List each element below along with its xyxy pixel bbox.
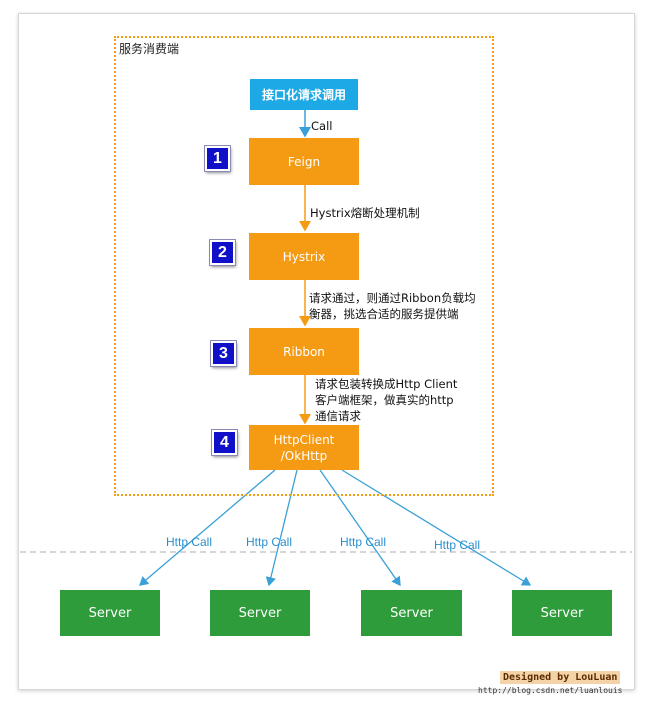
edge-label-httpclient-line2: 客户端框架，做真实的http — [315, 393, 454, 407]
edge-label-httpclient-line3: 通信请求 — [315, 409, 361, 423]
server-node-4: Server — [512, 590, 612, 636]
node-httpclient-line1: HttpClient — [273, 432, 335, 447]
http-call-label-4: Http Call — [434, 538, 481, 552]
step-badge-4: 4 — [212, 430, 237, 455]
server-node-3: Server — [361, 590, 462, 636]
step-badge-2: 2 — [210, 240, 235, 265]
node-feign: Feign — [249, 138, 359, 185]
arrow-http-call-4 — [341, 469, 532, 586]
server-node-1: Server — [60, 590, 160, 636]
edge-label-ribbon: 请求通过，则通过Ribbon负载均 衡器，挑选合适的服务提供端 — [309, 290, 476, 322]
step-badge-1: 1 — [205, 146, 230, 171]
node-httpclient-line2: /OkHttp — [280, 448, 328, 463]
service-consumer-label: 服务消费端 — [119, 42, 180, 56]
edge-label-httpclient: 请求包装转换成Http Client 客户端框架，做真实的http 通信请求 — [315, 376, 457, 424]
http-call-label-3: Http Call — [340, 535, 387, 549]
edge-label-call: Call — [311, 119, 333, 133]
arrow-http-call-3 — [319, 469, 401, 587]
blog-url: http://blog.csdn.net/luanlouis — [478, 686, 623, 695]
server-node-2: Server — [210, 590, 310, 636]
edge-label-ribbon-line1: 请求通过，则通过Ribbon负载均 — [309, 291, 476, 305]
http-call-label-1: Http Call — [166, 535, 213, 549]
http-call-label-2: Http Call — [246, 535, 293, 549]
designer-credit: Designed by LouLuan — [500, 671, 621, 684]
edge-label-hystrix: Hystrix熔断处理机制 — [310, 206, 420, 220]
service-consumer-boundary — [114, 36, 494, 496]
node-ribbon: Ribbon — [249, 328, 359, 375]
node-interface-call: 接口化请求调用 — [250, 79, 358, 110]
node-httpclient: HttpClient /OkHttp — [249, 425, 359, 470]
arrow-http-call-1 — [139, 469, 276, 586]
arrow-http-call-2 — [265, 469, 298, 587]
edge-label-ribbon-line2: 衡器，挑选合适的服务提供端 — [309, 307, 459, 321]
edge-label-httpclient-line1: 请求包装转换成Http Client — [315, 377, 458, 391]
node-hystrix: Hystrix — [249, 233, 359, 280]
step-badge-3: 3 — [211, 341, 236, 366]
